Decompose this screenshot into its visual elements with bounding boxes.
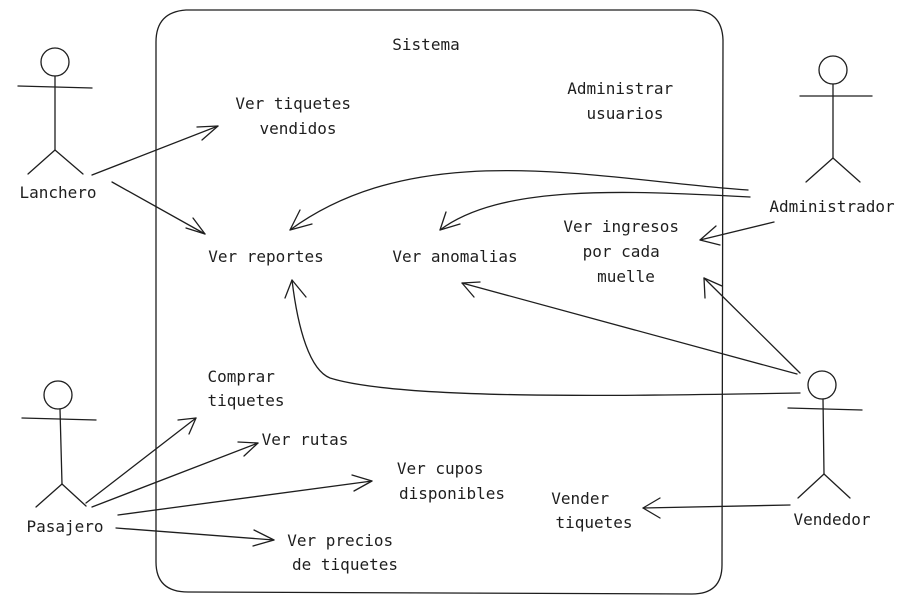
- stick-figure-icon: [787, 370, 863, 499]
- use-case-line: Ver anomalias: [392, 247, 517, 266]
- use-case-line: muelle: [597, 267, 655, 286]
- arrow-lanchero-ver-reportes: [111, 181, 206, 235]
- use-case-line: Ver rutas: [262, 430, 349, 449]
- arrow-administrador-ver-ingresos: [699, 221, 775, 246]
- use-case-ver-reportes: Ver reportes: [208, 247, 324, 266]
- use-case-line: usuarios: [586, 104, 663, 123]
- actor-vendedor: Vendedor: [787, 370, 871, 529]
- arrow-vendedor-ver-reportes: [284, 279, 801, 397]
- actor-label-administrador: Administrador: [769, 197, 895, 216]
- stick-figure-icon: [17, 47, 93, 175]
- arrow-administrador-ver-anomalias: [439, 191, 751, 231]
- arrow-vendedor-ver-ingresos: [703, 277, 801, 374]
- arrow-pasajero-ver-cupos: [117, 474, 373, 516]
- use-case-line: de tiquetes: [292, 555, 398, 574]
- use-case-ver-tiquetes-vendidos: Ver tiquetes vendidos: [235, 94, 360, 138]
- system-label: Sistema: [392, 35, 459, 54]
- use-case-line: Ver tiquetes: [235, 94, 351, 113]
- associations: [85, 125, 801, 547]
- use-case-line: Ver cupos: [397, 459, 484, 478]
- use-case-ver-ingresos: Ver ingresos por cada muelle: [563, 217, 688, 286]
- use-case-ver-cupos: Ver cupos disponibles: [397, 459, 505, 503]
- use-case-ver-rutas: Ver rutas: [262, 430, 349, 449]
- use-case-comprar-tiquetes: Comprar tiquetes: [207, 367, 284, 410]
- system-boundary: [155, 9, 724, 595]
- use-case-line: Comprar: [207, 367, 275, 386]
- actor-label-vendedor: Vendedor: [793, 510, 870, 529]
- actor-label-lanchero: Lanchero: [19, 183, 96, 202]
- use-case-ver-precios: Ver precios de tiquetes: [287, 531, 403, 574]
- use-case-line: Vender: [551, 489, 609, 508]
- use-case-line: tiquetes: [555, 513, 632, 532]
- actor-administrador: Administrador: [769, 55, 895, 216]
- arrow-pasajero-comprar-tiquetes: [85, 417, 197, 504]
- use-case-line: tiquetes: [207, 391, 284, 410]
- arrow-pasajero-ver-precios: [115, 527, 275, 547]
- stick-figure-icon: [799, 55, 873, 183]
- use-case-administrar-usuarios: Administrar usuarios: [567, 79, 683, 123]
- arrow-lanchero-ver-tiquetes-vendidos: [91, 125, 219, 176]
- arrow-administrador-ver-reportes: [289, 169, 749, 231]
- arrow-vendedor-ver-anomalias: [461, 281, 798, 375]
- use-case-line: Ver ingresos: [563, 217, 679, 236]
- use-case-line: disponibles: [399, 484, 505, 503]
- actor-pasajero: Pasajero: [21, 380, 104, 536]
- arrow-pasajero-ver-rutas: [91, 441, 259, 508]
- stick-figure-icon: [21, 380, 97, 508]
- use-case-line: vendidos: [259, 119, 336, 138]
- actor-lanchero: Lanchero: [17, 47, 97, 202]
- arrow-vendedor-vender-tiquetes: [642, 497, 791, 519]
- use-case-line: Ver precios: [287, 531, 393, 550]
- use-case-ver-anomalias: Ver anomalias: [392, 247, 517, 266]
- actor-label-pasajero: Pasajero: [26, 517, 103, 536]
- use-case-vender-tiquetes: Vender tiquetes: [551, 489, 632, 532]
- use-case-line: Administrar: [567, 79, 673, 98]
- use-case-line: por cada: [583, 242, 660, 261]
- use-case-line: Ver reportes: [208, 247, 324, 266]
